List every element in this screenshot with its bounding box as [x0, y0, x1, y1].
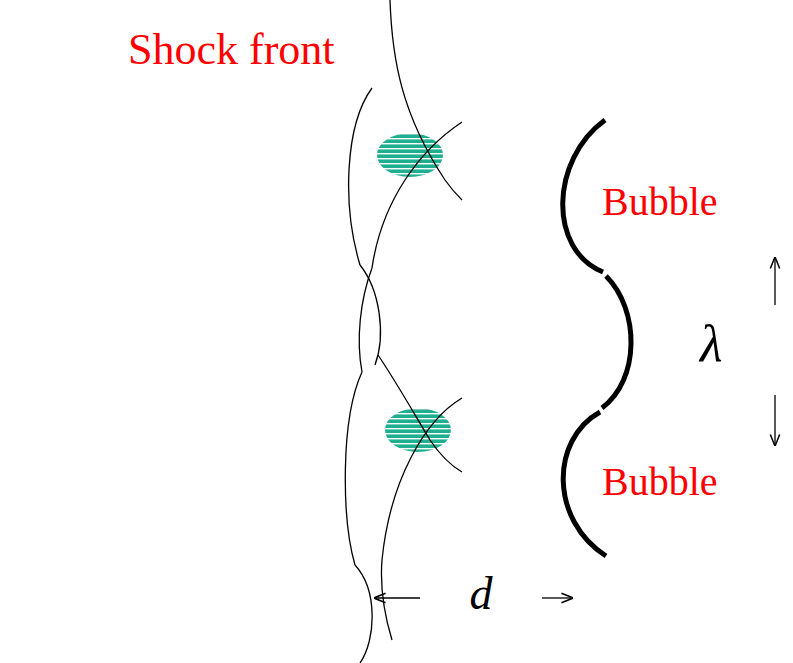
- wavelength-symbol: λ: [700, 318, 723, 370]
- bubble-label: Bubble: [602, 182, 718, 222]
- bubble-label: Bubble: [602, 462, 718, 502]
- distance-symbol: d: [470, 571, 493, 617]
- shock-front-label: Shock front: [128, 28, 335, 72]
- shock-front-lines: [345, 0, 462, 663]
- triple-point: [377, 133, 443, 177]
- dimension-arrows: [375, 258, 775, 598]
